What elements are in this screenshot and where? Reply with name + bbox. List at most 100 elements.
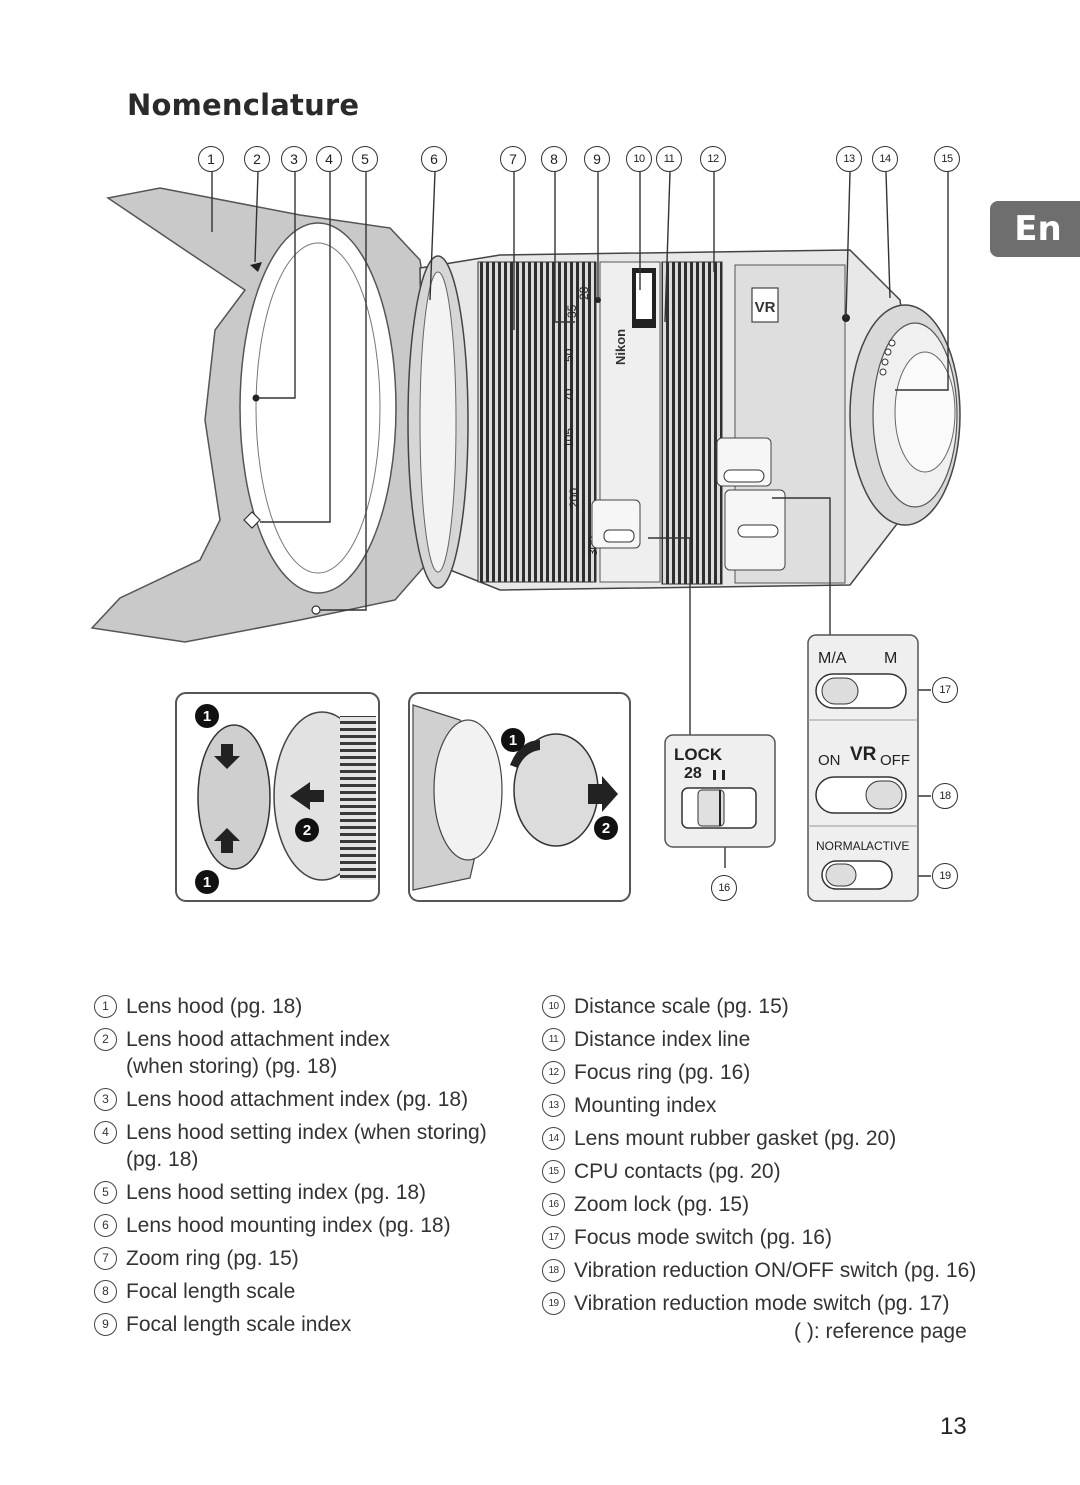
zoom-lock-focal: 28 <box>684 765 702 782</box>
legend-text: Lens hood setting index (pg. 18) <box>126 1181 427 1204</box>
legend-number: 10 <box>542 995 565 1018</box>
legend-number: 19 <box>542 1292 565 1315</box>
focal-70: 70 <box>562 388 576 402</box>
vr-label: VR <box>850 744 877 765</box>
legend-item-8: 8 Focal length scale <box>94 1275 514 1308</box>
leader-lines <box>211 171 949 877</box>
legend-left: 1 Lens hood (pg. 18) 2 Lens hood attachmen… <box>94 990 514 1341</box>
legend-text: Lens hood mounting index (pg. 18) <box>126 1214 451 1237</box>
legend-number: 12 <box>542 1061 565 1084</box>
callout-13: 13 <box>836 146 862 172</box>
callout-7: 7 <box>500 146 526 172</box>
callout-8: 8 <box>541 146 567 172</box>
switch-detail: M/A M ON VR OFF NORMAL ACTIVE <box>807 634 919 902</box>
legend-text: Distance scale (pg. 15) <box>574 995 789 1018</box>
legend-number: 5 <box>94 1181 117 1204</box>
legend-text-cont: (pg. 18) <box>126 1148 199 1171</box>
focal-35: 35 <box>565 304 579 318</box>
focus-mode-m: M <box>884 650 897 667</box>
legend-number: 18 <box>542 1259 565 1282</box>
callout-6: 6 <box>421 146 447 172</box>
legend-item-12: 12 Focus ring (pg. 16) <box>542 1056 982 1089</box>
callout-19: 19 <box>932 863 958 889</box>
callout-5: 5 <box>352 146 378 172</box>
legend-number: 6 <box>94 1214 117 1237</box>
legend-number: 7 <box>94 1247 117 1270</box>
legend-item-13: 13 Mounting index <box>542 1089 982 1122</box>
legend-text: Zoom lock (pg. 15) <box>574 1193 750 1216</box>
legend-text: Lens hood (pg. 18) <box>126 995 303 1018</box>
vr-off-label: OFF <box>880 752 910 769</box>
focal-28: 28 <box>577 286 591 300</box>
zoom-ring <box>477 261 597 583</box>
vr-normal-label: NORMAL <box>816 839 868 853</box>
legend-text: Lens hood attachment index <box>126 1028 390 1051</box>
reference-note: ( ): reference page <box>794 1320 967 1343</box>
legend-text: CPU contacts (pg. 20) <box>574 1160 781 1183</box>
legend-number: 13 <box>542 1094 565 1117</box>
legend-item-1: 1 Lens hood (pg. 18) <box>94 990 514 1023</box>
step-front-2: 2 <box>303 822 311 839</box>
vr-badge: VR <box>755 299 776 316</box>
legend-text: Focus ring (pg. 16) <box>574 1061 751 1084</box>
legend-item-6: 6 Lens hood mounting index (pg. 18) <box>94 1209 514 1242</box>
legend-number: 11 <box>542 1028 565 1051</box>
page-title: Nomenclature <box>127 88 360 122</box>
focal-200: 200 <box>567 488 581 508</box>
callout-4: 4 <box>316 146 342 172</box>
callout-2: 2 <box>244 146 270 172</box>
callout-14: 14 <box>872 146 898 172</box>
legend-item-5: 5 Lens hood setting index (pg. 18) <box>94 1176 514 1209</box>
legend-text: Mounting index <box>574 1094 717 1117</box>
legend-item-16: 16 Zoom lock (pg. 15) <box>542 1188 982 1221</box>
legend-item-18: 18 Vibration reduction ON/OFF switch (pg.… <box>542 1254 982 1287</box>
legend-text: Zoom ring (pg. 15) <box>126 1247 299 1270</box>
legend-text: Focal length scale <box>126 1280 296 1303</box>
legend-text: Distance index line <box>574 1028 751 1051</box>
legend-item-19: 19 Vibration reduction mode switch (pg. 1… <box>542 1287 982 1320</box>
callout-15: 15 <box>934 146 960 172</box>
legend-number: 1 <box>94 995 117 1018</box>
legend-item-2: 2 Lens hood attachment index <box>94 1023 514 1056</box>
page-number: 13 <box>940 1413 967 1440</box>
step-rear-2: 2 <box>602 820 610 837</box>
legend-number: 9 <box>94 1313 117 1336</box>
callout-12: 12 <box>700 146 726 172</box>
legend-item-10: 10 Distance scale (pg. 15) <box>542 990 982 1023</box>
legend-item-7: 7 Zoom ring (pg. 15) <box>94 1242 514 1275</box>
lens-brand: Nikon <box>613 329 628 365</box>
legend-text: Focal length scale index <box>126 1313 352 1336</box>
vr-active-label: ACTIVE <box>866 839 909 853</box>
legend-text: Vibration reduction mode switch (pg. 17) <box>574 1292 950 1315</box>
legend-item-9: 9 Focal length scale index <box>94 1308 514 1341</box>
legend-item-11: 11 Distance index line <box>542 1023 982 1056</box>
legend-right: 10 Distance scale (pg. 15) 11 Distance ind… <box>542 990 982 1320</box>
legend-text: Vibration reduction ON/OFF switch (pg. 1… <box>574 1259 977 1282</box>
step-rear-1: 1 <box>509 732 517 749</box>
step-front-1a: 1 <box>203 708 211 725</box>
zoom-lock-detail: LOCK 28 <box>664 734 776 848</box>
legend-item-15: 15 CPU contacts (pg. 20) <box>542 1155 982 1188</box>
rear-cap-inset <box>408 692 631 902</box>
callout-11: 11 <box>656 146 682 172</box>
step-markers: 1 2 1 1 2 <box>195 704 618 894</box>
focus-ring <box>661 261 723 585</box>
focus-mode-ma: M/A <box>818 650 847 667</box>
language-tab[interactable]: En <box>990 201 1080 257</box>
legend-number: 8 <box>94 1280 117 1303</box>
callout-18: 18 <box>932 783 958 809</box>
legend-number: 14 <box>542 1127 565 1150</box>
callout-16: 16 <box>711 875 737 901</box>
callout-17: 17 <box>932 677 958 703</box>
callout-9: 9 <box>584 146 610 172</box>
legend-number: 15 <box>542 1160 565 1183</box>
lens-illustration: VR Nikon 35 28 50 70 105 200 300 <box>90 171 961 902</box>
callout-10: 10 <box>626 146 652 172</box>
legend-number: 16 <box>542 1193 565 1216</box>
legend-text-cont: (when storing) (pg. 18) <box>126 1055 338 1078</box>
legend-number: 2 <box>94 1028 117 1051</box>
